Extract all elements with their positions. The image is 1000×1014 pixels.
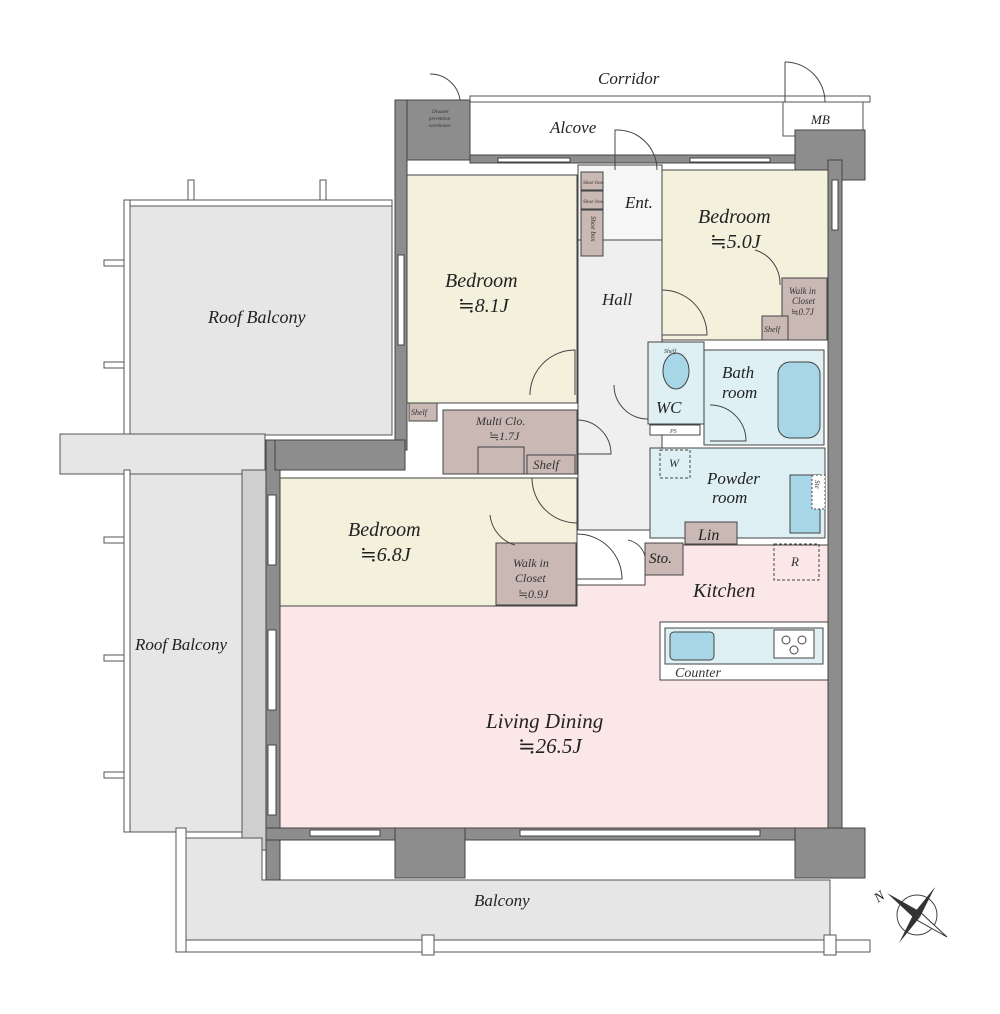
bath-line1: Bath <box>722 363 754 382</box>
roof-balcony-top-area <box>103 179 393 436</box>
ste-label: Ste <box>813 480 821 489</box>
bedroom-5-name: Bedroom <box>698 206 771 228</box>
bedroom-8 <box>406 174 578 404</box>
counter-label: Counter <box>675 666 721 681</box>
wic-b-line2: Closet <box>515 571 546 585</box>
wc-label: WC <box>656 398 682 417</box>
bedroom-8-size: ≒8.1J <box>458 295 510 317</box>
kitchen-counter <box>659 543 829 681</box>
shelf-c-label: Shelf <box>533 457 561 472</box>
ps-label: PS <box>669 429 677 435</box>
balcony-label: Balcony <box>474 891 530 910</box>
entrance <box>577 164 663 257</box>
living-size: ≒26.5J <box>518 734 583 758</box>
wic-b-size: ≒0.9J <box>518 587 549 601</box>
shoe-box-3-label: Shoe box <box>589 216 597 242</box>
lin-label: Lin <box>697 527 719 544</box>
balcony-area <box>175 827 871 956</box>
wic-b-line1: Walk in <box>513 556 549 570</box>
shoe-box-2-label: Shoe box <box>583 199 604 205</box>
roof-balcony-left-area <box>59 433 267 851</box>
shelf-wc-label: Shelf <box>664 348 677 355</box>
mb-label: MB <box>810 112 830 127</box>
wic-a-line2: Closet <box>792 296 816 306</box>
w-label: W <box>669 456 680 470</box>
bedroom-6-name: Bedroom <box>348 519 421 541</box>
r-label: R <box>790 554 799 569</box>
sto-label: Sto. <box>649 551 672 567</box>
roof-balcony-top-label: Roof Balcony <box>207 307 305 327</box>
compass-rose <box>887 887 948 943</box>
bedroom-6-size: ≒6.8J <box>360 544 412 566</box>
alcove-label: Alcove <box>549 118 597 137</box>
corridor-label: Corridor <box>598 69 660 88</box>
closets <box>408 277 828 606</box>
hall-label: Hall <box>601 290 633 309</box>
wic-a-line1: Walk in <box>789 286 816 296</box>
shoe-box-1-label: Shoe box <box>583 180 604 186</box>
multi-clo-name: Multi Clo. <box>475 414 525 428</box>
door-swings <box>489 129 781 580</box>
shelf-a-label: Shelf <box>764 325 782 334</box>
roof-balcony-left-label: Roof Balcony <box>134 635 228 654</box>
kitchen-label: Kitchen <box>692 580 755 602</box>
disaster-label-2: prevention <box>428 117 451 122</box>
powder-line2: room <box>712 488 747 507</box>
bedroom-8-name: Bedroom <box>445 270 518 292</box>
bedroom-5-size: ≒5.0J <box>710 231 762 253</box>
disaster-label-3: warehouse <box>429 124 451 129</box>
wic-a-size: ≒0.7J <box>791 307 815 317</box>
powder-line1: Powder <box>706 469 760 488</box>
living-name: Living Dining <box>485 709 603 733</box>
shelf-b-label: Shelf <box>411 408 429 417</box>
ent-label: Ent. <box>624 193 653 212</box>
bath-line2: room <box>722 383 757 402</box>
compass-north-label: N <box>871 888 889 907</box>
disaster-label-1: Disaster <box>431 110 449 115</box>
multi-clo-size: ≒1.7J <box>489 429 520 443</box>
